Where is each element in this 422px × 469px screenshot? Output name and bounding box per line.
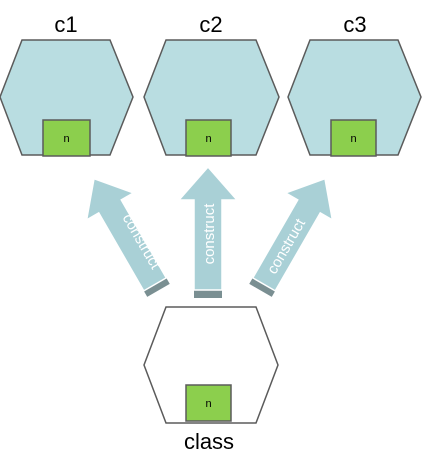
construct-arrow-c1-body xyxy=(85,177,168,292)
instance-c1-hexagon xyxy=(0,39,134,156)
instance-c1-name: c1 xyxy=(54,12,77,37)
class-hexagon xyxy=(143,306,279,424)
instance-c2-member-label: n xyxy=(205,133,211,145)
instance-c3-name: c3 xyxy=(343,12,366,37)
instance-c1-member-box xyxy=(42,119,91,157)
class-member-label: n xyxy=(205,398,211,410)
instance-c3-hexagon xyxy=(287,39,422,156)
instance-c2-name: c2 xyxy=(199,12,222,37)
construct-arrow-c2-label: construct xyxy=(201,203,218,265)
construct-arrow-c3-body xyxy=(251,177,334,292)
instance-c2: n c2 xyxy=(143,12,280,157)
instance-c1-member-label: n xyxy=(63,133,69,145)
instance-c1: n c1 xyxy=(0,12,134,157)
instance-c3-member-label: n xyxy=(350,133,356,145)
instance-c2-hexagon xyxy=(143,39,280,156)
class-member-box xyxy=(185,384,232,422)
construct-arrow-c2-body xyxy=(177,165,239,291)
construct-arrow-c2: construct xyxy=(177,165,239,298)
construct-arrow-c3: construct xyxy=(249,177,334,297)
class-name: class xyxy=(184,429,234,454)
instance-c2-member-box xyxy=(185,119,232,157)
instance-c3: n c3 xyxy=(287,12,422,157)
construct-arrow-c3-shadow xyxy=(249,276,277,297)
construct-arrow-c1: construct xyxy=(85,177,170,297)
construct-arrow-c2-shadow xyxy=(194,290,222,298)
construct-arrow-c1-shadow xyxy=(142,276,170,297)
class-node: n class xyxy=(143,306,279,454)
instance-c3-member-box xyxy=(330,119,377,157)
